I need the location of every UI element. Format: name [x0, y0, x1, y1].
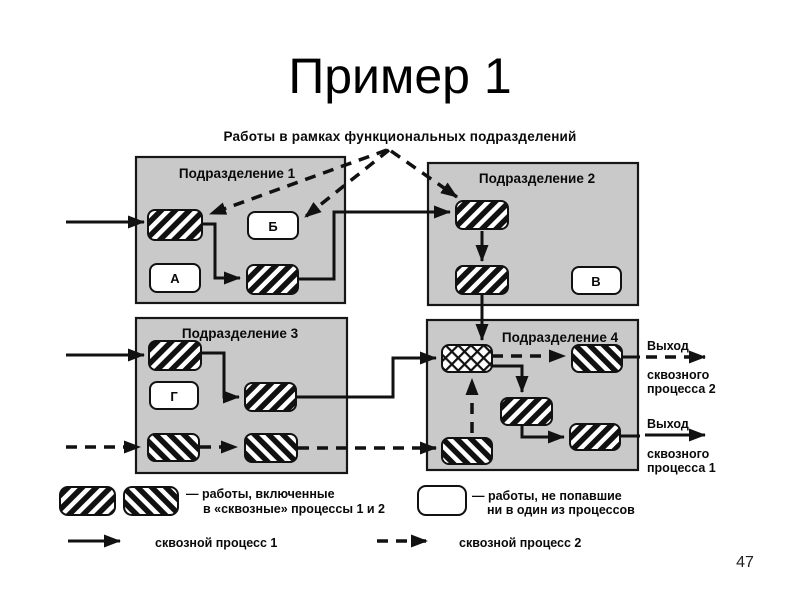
legend-swatch-unassigned-work	[417, 485, 467, 516]
department-4-label: Подразделение 4	[502, 330, 619, 345]
dept3-work3-process2-hatched	[147, 433, 200, 462]
process1-line-dept4-internal-1	[492, 364, 529, 393]
work-g-box	[149, 381, 199, 410]
diagram-caption: Работы в рамках функциональных подраздел…	[223, 129, 576, 144]
department-2-label: Подразделение 2	[479, 171, 595, 186]
page-number: 47	[736, 554, 754, 571]
legend-included-works-line2: в «сквозные» процессы 1 и 2	[203, 502, 385, 516]
slide-title: Пример 1	[288, 48, 511, 104]
dept4-work-bl-process2-hatched	[441, 437, 493, 465]
work-a-label: А	[170, 271, 180, 286]
process1-line-dept4-internal-2	[520, 425, 565, 444]
dept3-work2-process1-hatched	[244, 382, 297, 412]
caption-callout-arrow-dept2-work	[389, 149, 459, 199]
dept2-work2-process1-hatched	[455, 265, 509, 295]
output-process1-label-line2: сквозного	[647, 447, 710, 461]
work-v-box	[571, 266, 622, 295]
caption-callout-arrow-dept1-work	[209, 148, 388, 216]
output-process1-label-line1: Выход	[647, 417, 689, 431]
work-v-label: В	[591, 274, 600, 289]
dept3-work1-process1-hatched	[148, 340, 202, 371]
work-b-box	[247, 211, 299, 240]
legend-excluded-works-line2: ни в один из процессов	[487, 503, 635, 517]
output-process2-label-line2: сквозного	[647, 368, 710, 382]
dept1-work2-process1-hatched	[246, 264, 299, 295]
legend-process1-label: сквозной процесс 1	[155, 536, 277, 550]
process1-line-dept1-to-dept2	[298, 205, 451, 281]
legend-process2-label: сквозной процесс 2	[459, 536, 581, 550]
dept3-work4-process2-hatched	[244, 433, 298, 463]
dept4-work-br-process1-hatched	[569, 423, 621, 451]
legend-excluded-works-line1: — работы, не попавшие	[472, 489, 622, 503]
dept4-work-mid-process1-hatched	[500, 397, 553, 426]
work-b-label: Б	[268, 219, 277, 234]
department-3-label: Подразделение 3	[182, 326, 299, 341]
legend-included-works-line1: — работы, включенные	[186, 487, 335, 501]
dept4-work-tr-process2-hatched	[571, 344, 623, 373]
process1-line-dept1-internal	[202, 222, 241, 285]
dept2-work1-process1-hatched	[455, 200, 509, 230]
dept1-work-process1-hatched	[147, 209, 203, 241]
work-g-label: Г	[170, 389, 178, 404]
process1-line-dept3-to-dept4	[296, 351, 437, 399]
dept4-work-both-crosshatched	[441, 344, 493, 373]
legend-swatch-process2-hatch	[123, 486, 179, 516]
output-process2-label-line1: Выход	[647, 339, 689, 353]
department-1-label: Подразделение 1	[179, 166, 296, 181]
output-process1-label-line3: процесса 1	[647, 461, 716, 475]
legend-swatch-process1-hatch	[59, 486, 116, 516]
output-process2-label-line3: процесса 2	[647, 382, 716, 396]
process1-line-dept3-internal	[201, 351, 240, 404]
work-a-box	[149, 263, 201, 293]
